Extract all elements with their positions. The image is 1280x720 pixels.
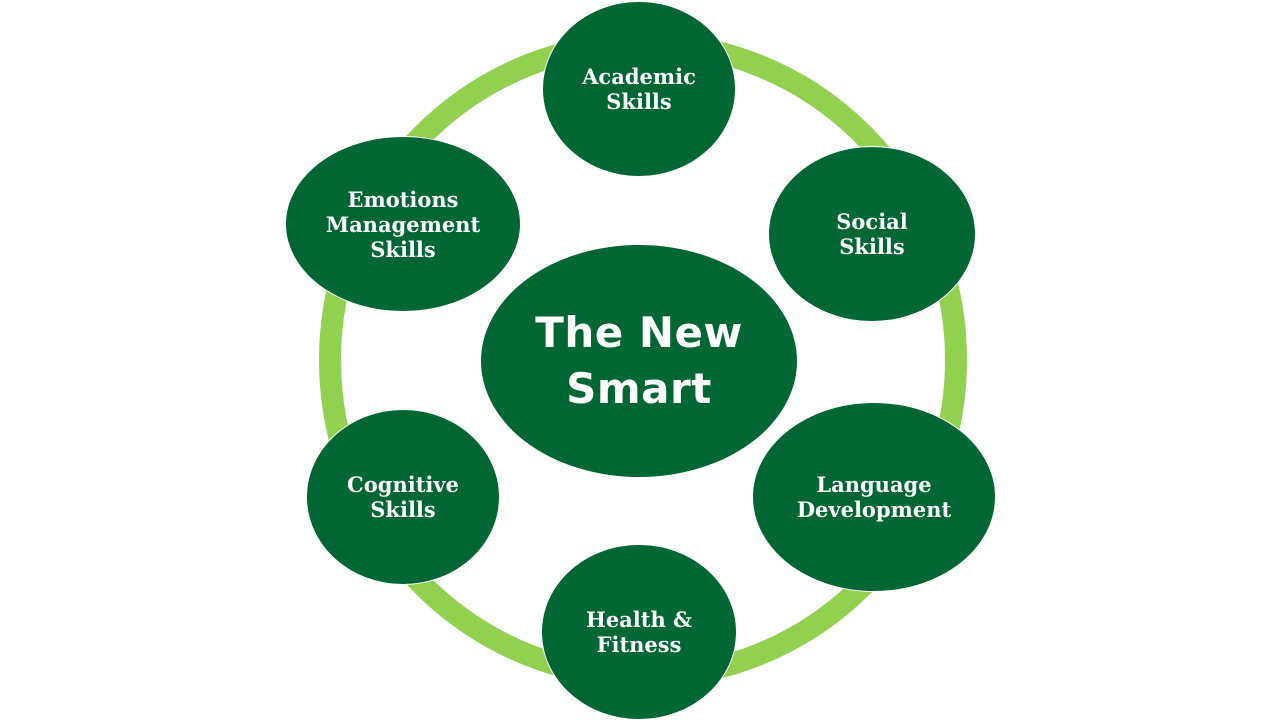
node-label: Emotions Management Skills — [325, 186, 481, 262]
node-label: Language Development — [796, 472, 952, 522]
node-label: Health & Fitness — [585, 607, 693, 657]
node-label: Cognitive Skills — [347, 472, 459, 522]
center-node: The New Smart — [480, 244, 798, 478]
node-academic-skills: Academic Skills — [542, 1, 736, 177]
node-language-development: Language Development — [752, 402, 996, 592]
center-label: The New Smart — [535, 308, 743, 413]
node-label: Social Skills — [836, 209, 908, 259]
node-emotions-management-skills: Emotions Management Skills — [285, 136, 521, 312]
node-social-skills: Social Skills — [768, 146, 976, 322]
node-cognitive-skills: Cognitive Skills — [306, 409, 500, 585]
node-label: Academic Skills — [582, 64, 696, 114]
node-health-fitness: Health & Fitness — [541, 544, 737, 720]
